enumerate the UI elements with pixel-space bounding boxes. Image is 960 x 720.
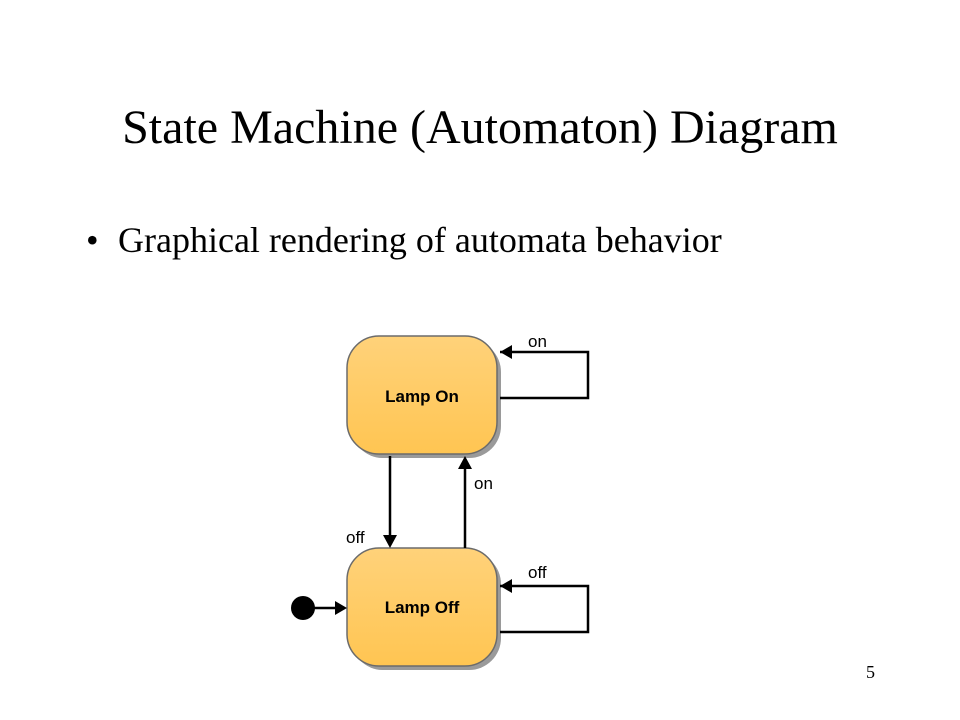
bullet-list: • Graphical rendering of automata behavi… <box>86 210 722 270</box>
transition-off-self-loop-label: off <box>528 563 547 582</box>
bullet-text: Graphical rendering of automata behavior <box>118 220 722 260</box>
transition-on-to-off-label: off <box>346 528 365 547</box>
bullet-item: • Graphical rendering of automata behavi… <box>86 210 722 270</box>
transition-on-self-loop-line <box>500 350 590 400</box>
bullet-marker: • <box>86 220 99 260</box>
arrowhead-icon <box>383 535 397 548</box>
slide-title: State Machine (Automaton) Diagram <box>122 101 838 154</box>
transition-on-to-off: off <box>346 456 397 548</box>
state-lamp-off: Lamp Off <box>346 547 501 670</box>
transition-on-self-loop-label: on <box>528 332 547 351</box>
arrowhead-icon <box>500 579 512 593</box>
state-lamp-on-box <box>346 335 498 455</box>
state-lamp-off-box <box>346 547 498 667</box>
state-lamp-on: Lamp On <box>346 335 501 458</box>
page-number: 5 <box>866 662 875 682</box>
arrowhead-icon <box>458 456 472 469</box>
transition-on-self-loop: on <box>500 332 590 400</box>
arrowhead-icon <box>335 601 347 615</box>
transition-off-self-loop-line <box>500 584 590 634</box>
transition-off-to-on-label: on <box>474 474 493 493</box>
transition-off-to-on: on <box>458 456 493 548</box>
initial-state-marker <box>291 596 347 620</box>
state-lamp-on-label: Lamp On <box>385 387 459 406</box>
arrowhead-icon <box>500 345 512 359</box>
state-lamp-off-label: Lamp Off <box>385 598 460 617</box>
initial-state-dot-icon <box>291 596 315 620</box>
transition-off-self-loop: off <box>500 563 590 634</box>
